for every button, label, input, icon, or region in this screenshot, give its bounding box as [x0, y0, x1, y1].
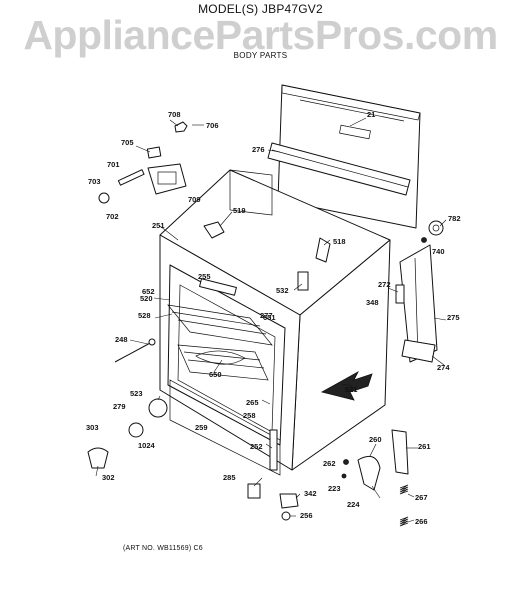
callout-708: 708 [168, 110, 181, 119]
callout-740: 740 [432, 247, 445, 256]
callout-706: 706 [206, 121, 219, 130]
callout-262: 262 [323, 459, 336, 468]
callout-274: 274 [437, 363, 450, 372]
callout-258: 258 [243, 411, 256, 420]
callout-252: 252 [250, 442, 263, 451]
callout-701: 701 [107, 160, 120, 169]
callout-275: 275 [447, 313, 460, 322]
section-subtitle: BODY PARTS [233, 51, 288, 60]
callout-348: 348 [366, 298, 379, 307]
watermark: AppliancePartsPros.com [23, 12, 498, 58]
callout-279: 279 [113, 402, 126, 411]
callout-267: 267 [415, 493, 428, 502]
bake-element [195, 350, 246, 365]
small-parts [87, 121, 444, 527]
callout-276: 276 [252, 145, 265, 154]
leader-lines [95, 117, 447, 523]
callout-labels: 708 706 705 701 703 709 702 21 276 519 782 740 251 51… [86, 110, 461, 526]
callout-266: 266 [415, 517, 428, 526]
callout-21: 21 [367, 110, 375, 119]
model-title: MODEL(S) JBP47GV2 [198, 2, 323, 16]
callout-248: 248 [115, 335, 128, 344]
callout-520: 520 [140, 294, 153, 303]
callout-285: 285 [223, 473, 236, 482]
oven-racks [167, 304, 273, 381]
callout-702: 702 [106, 212, 119, 221]
callout-265: 265 [246, 398, 259, 407]
callout-532: 532 [276, 286, 289, 295]
bottom-trim [401, 339, 436, 363]
callout-277: 277 [260, 311, 273, 320]
top-rail [267, 142, 411, 196]
callout-260: 260 [369, 435, 382, 444]
callout-342: 342 [304, 489, 317, 498]
callout-251: 251 [152, 221, 165, 230]
callout-259: 259 [195, 423, 208, 432]
callout-518: 518 [333, 237, 346, 246]
callout-256: 256 [300, 511, 313, 520]
callout-302: 302 [102, 473, 115, 482]
callout-521: 521 [345, 385, 358, 394]
callout-703: 703 [88, 177, 101, 186]
callout-652: 652 [142, 287, 155, 296]
callout-523: 523 [130, 389, 143, 398]
callout-223: 223 [328, 484, 341, 493]
art-number: (ART NO. WB11569) C6 [123, 545, 203, 552]
callout-519: 519 [233, 206, 246, 215]
back-panel [277, 84, 421, 229]
callout-224: 224 [347, 500, 360, 509]
callout-1024: 1024 [138, 441, 156, 450]
callout-782: 782 [448, 214, 461, 223]
side-panel [399, 244, 438, 363]
callout-261: 261 [418, 442, 431, 451]
callout-650: 650 [209, 370, 222, 379]
callout-255: 255 [198, 272, 211, 281]
callout-651: 651 [263, 313, 276, 322]
callout-272: 272 [378, 280, 391, 289]
callout-709: 709 [188, 195, 201, 204]
callout-303: 303 [86, 423, 99, 432]
callout-705: 705 [121, 138, 134, 147]
callout-528: 528 [138, 311, 151, 320]
